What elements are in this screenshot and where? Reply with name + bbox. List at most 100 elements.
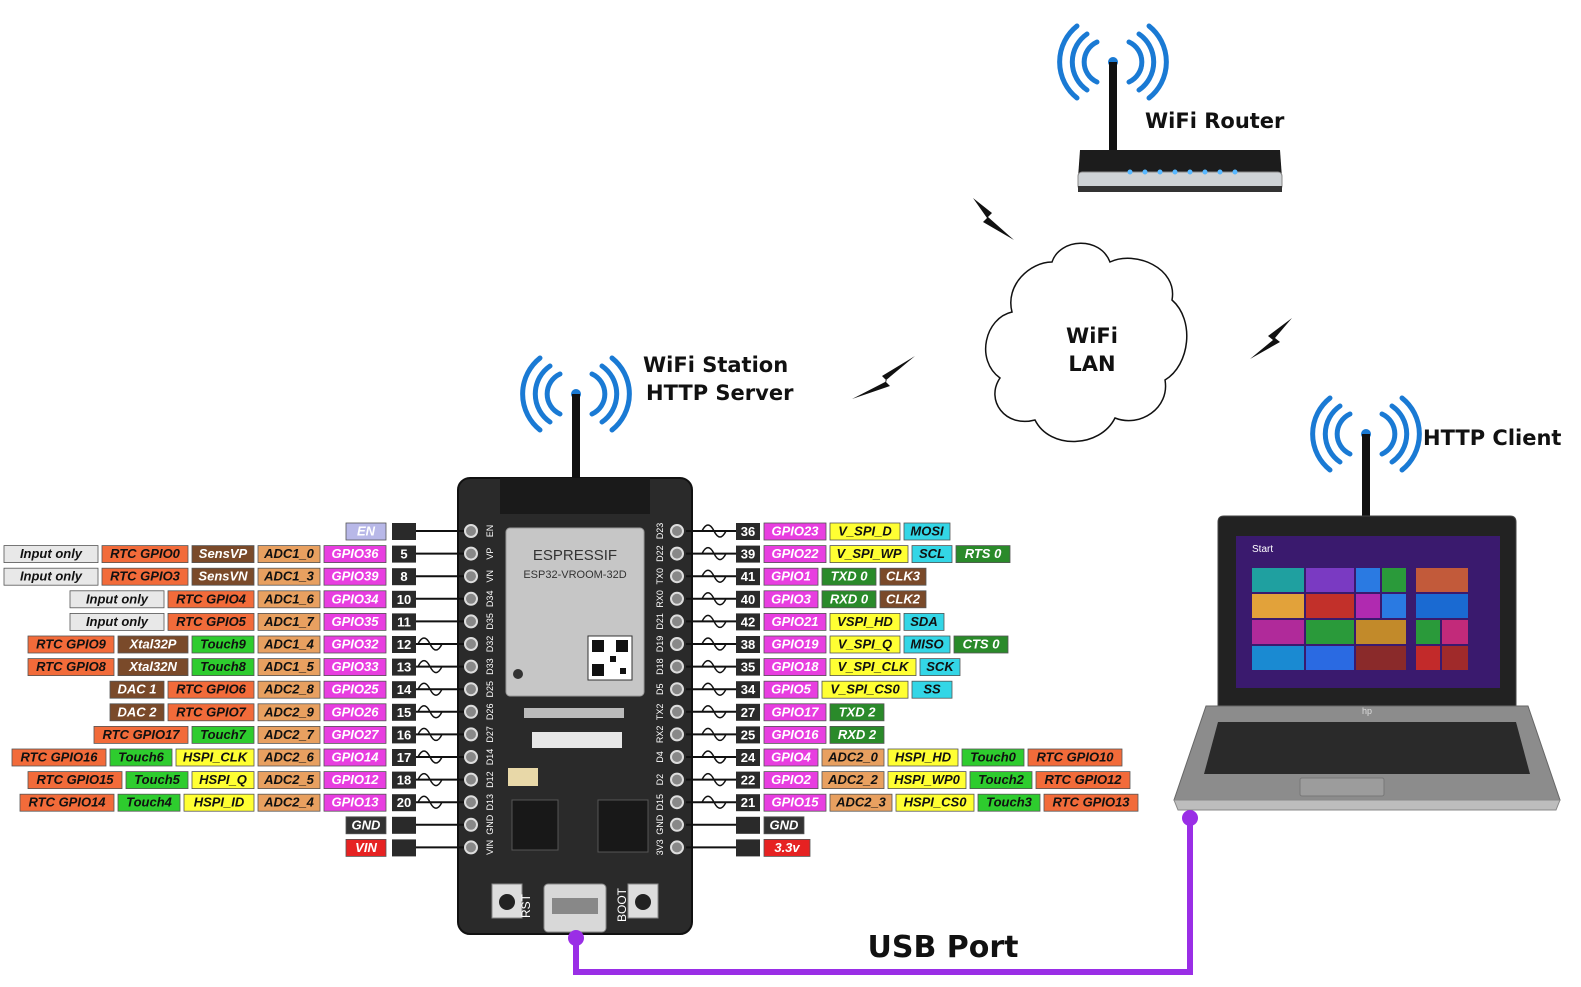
- pin-number: 24: [741, 750, 756, 765]
- pin-header-icon: [670, 546, 684, 561]
- pin-label: GPIO15: [772, 795, 820, 810]
- pin-label: GPIO27: [332, 727, 380, 742]
- pin-header-icon: [670, 772, 684, 787]
- pin-number: 16: [397, 727, 411, 742]
- pin-label: V_SPI_CS0: [830, 682, 900, 697]
- analog-wave-icon: [701, 637, 727, 651]
- silk-label-left: D32: [485, 636, 495, 653]
- silk-label-right: RX2: [655, 726, 665, 744]
- pin-label-box: [763, 613, 827, 631]
- pin-header-icon: [464, 817, 478, 832]
- pin-label: HSPI_CLK: [183, 750, 249, 765]
- pin-label-box: [257, 545, 321, 563]
- pin-label-box: [93, 726, 189, 744]
- pin-label: GPIO18: [772, 659, 820, 674]
- rst-label: RST: [519, 893, 533, 918]
- pin-label: ADC1_0: [263, 546, 315, 561]
- analog-wave-icon: [417, 659, 443, 674]
- pin-label: GPIO33: [332, 659, 380, 674]
- pin-header-icon: [464, 840, 478, 855]
- pin-number-box: [736, 703, 760, 721]
- pin-label-box: [763, 522, 827, 541]
- silk-label-right: D15: [655, 794, 665, 811]
- laptop-touchpad: [1299, 777, 1385, 797]
- pin-header-icon: [670, 750, 684, 764]
- pin-label-box: [257, 590, 321, 609]
- pin-label-box: [323, 545, 387, 563]
- pin-header-icon: [670, 659, 684, 674]
- pin-label-box: [977, 793, 1041, 812]
- pin-label: DAC 1: [117, 682, 156, 697]
- silk-label-right: 3V3: [655, 839, 665, 855]
- analog-wave-icon: [701, 682, 727, 696]
- pin-number: 21: [741, 795, 755, 810]
- pin-label: GPIO32: [332, 637, 380, 652]
- pin-label-box: [821, 680, 909, 699]
- pin-label-box: [27, 658, 115, 676]
- usb-endpoint-icon: [568, 930, 584, 946]
- station-label-line1: WiFi Station: [643, 353, 788, 377]
- pin-label-box: [257, 748, 321, 767]
- cloud-shape: [984, 242, 1188, 443]
- pin-label-box: [109, 680, 165, 699]
- pin-number: 27: [741, 705, 755, 720]
- module-dot: [513, 669, 523, 679]
- silk-label-right: TX0: [655, 568, 665, 585]
- pin-number: 18: [397, 773, 411, 788]
- pin-label: GPIO22: [772, 546, 820, 561]
- pin-number-box: [392, 523, 416, 540]
- pin-number-box: [736, 613, 760, 631]
- pin-number-box: [392, 681, 416, 699]
- pin-header-icon: [670, 591, 684, 606]
- pin-header-icon: [670, 817, 684, 832]
- pin-number-box: [736, 523, 760, 540]
- voltage-regulator: [511, 799, 559, 851]
- pin-label-box: [763, 658, 827, 676]
- pin-label: HSPI_HD: [895, 750, 952, 765]
- pin-number-box: [392, 816, 416, 834]
- pin-number: 14: [397, 682, 412, 697]
- right-pin-row: GND: [686, 816, 805, 835]
- pin-label-box: [821, 748, 885, 767]
- silk-label-right: D22: [655, 545, 665, 562]
- lightning-icon: [852, 356, 915, 399]
- pin-number: 8: [400, 569, 407, 584]
- pin-number-box: [392, 771, 416, 789]
- laptop-start-label: Start: [1252, 544, 1273, 555]
- pin-label-box: [191, 567, 255, 586]
- pin-label: GPIO2: [771, 772, 812, 787]
- pin-label-box: [3, 545, 99, 563]
- pin-label: ADC1_6: [263, 591, 315, 606]
- pin-label: ADC2_4: [263, 795, 315, 810]
- silk-label-right: RX0: [655, 590, 665, 608]
- pin-label-box: [257, 658, 321, 676]
- pin-label: HSPI_Q: [199, 772, 247, 787]
- pin-number-box: [736, 726, 760, 744]
- pin-label: RTC GPIO10: [1036, 750, 1114, 765]
- pin-label: RTC GPIO0: [110, 546, 181, 561]
- analog-wave-icon: [701, 569, 727, 583]
- laptop-icon: Start hp: [1173, 515, 1561, 811]
- pin-label: GPIO25: [332, 682, 380, 697]
- pin-label-box: [1027, 748, 1123, 767]
- silk-label-right: TX2: [655, 704, 665, 721]
- pin-label-box: [911, 680, 953, 699]
- pin-number-box: [736, 658, 760, 676]
- pin-label-box: [117, 635, 189, 654]
- pin-label: MISO: [910, 637, 943, 652]
- pin-label-box: [763, 748, 819, 767]
- pin-label: GPIO12: [332, 772, 380, 787]
- laptop-keyboard: [1204, 722, 1530, 774]
- pin-label-box: [821, 771, 885, 789]
- pin-label: TXD 0: [831, 569, 869, 584]
- analog-wave-icon: [701, 705, 727, 719]
- pin-number-box: [392, 726, 416, 744]
